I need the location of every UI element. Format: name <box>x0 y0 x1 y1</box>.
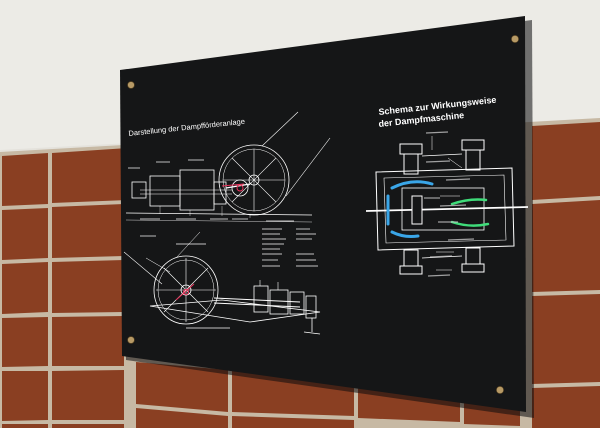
red-accents-bottom <box>175 283 195 301</box>
steam-flow-blue <box>386 180 434 238</box>
hoisting-plant-diagram-bottom <box>123 231 321 335</box>
steam-flow-green <box>450 198 490 227</box>
schematic-label-rows <box>424 131 475 277</box>
tiny-label-rows <box>128 159 318 329</box>
red-accents <box>221 183 245 192</box>
tile-grid <box>2 122 600 428</box>
screw-top-left <box>127 81 135 89</box>
hoisting-plant-diagram-top <box>125 111 331 223</box>
mounting-screws <box>127 35 519 394</box>
sign-panel <box>120 16 526 412</box>
screw-bottom-left <box>127 336 135 344</box>
screw-bottom-right <box>496 386 504 394</box>
screw-top-right <box>511 35 519 43</box>
